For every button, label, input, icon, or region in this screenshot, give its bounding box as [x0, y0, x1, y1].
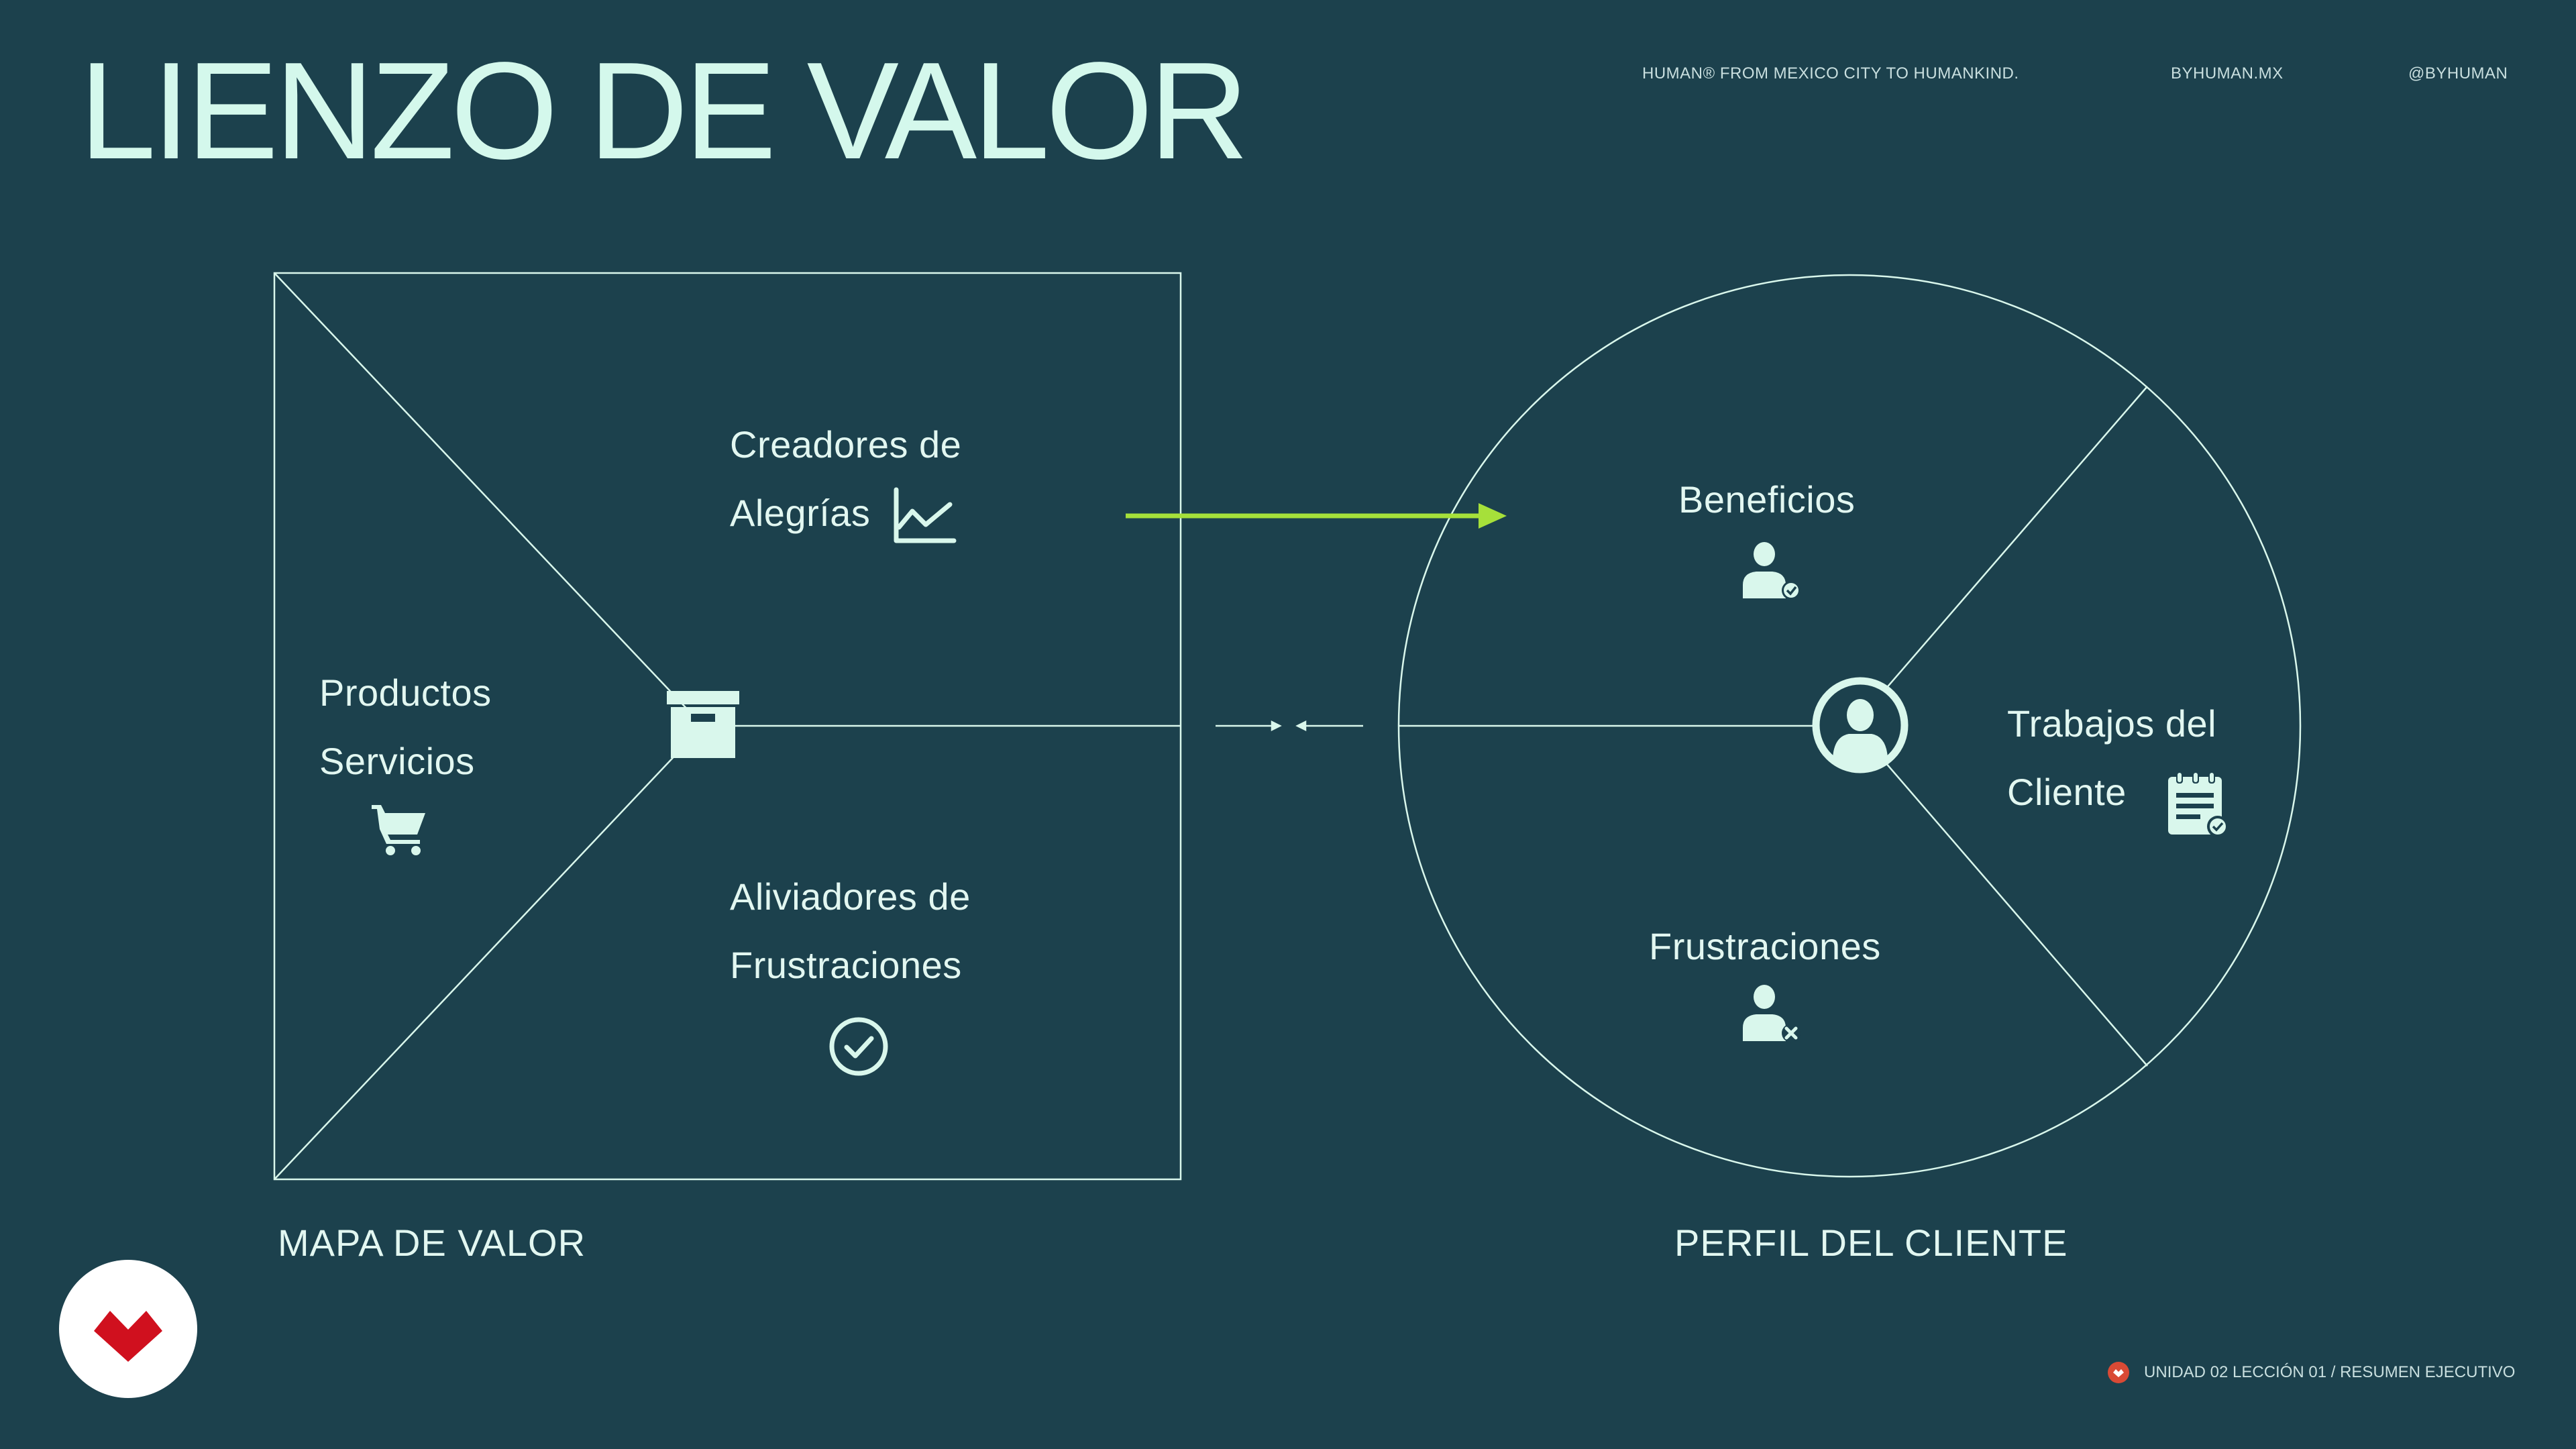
value-map-diagonal-bottom — [274, 725, 704, 1180]
products-label-line2: Servicios — [319, 740, 475, 782]
footer-heart-icon — [2113, 1369, 2124, 1377]
fit-arrow-left-head — [1295, 720, 1307, 732]
fit-accent-arrow — [1126, 503, 1507, 529]
shopping-cart-icon — [372, 805, 425, 855]
value-map-diagonal-top — [274, 272, 704, 727]
customer-jobs-label-line2: Cliente — [2007, 771, 2127, 813]
line-chart-icon — [894, 487, 957, 543]
brand-heart-icon — [94, 1311, 162, 1362]
task-notepad-icon — [2168, 771, 2229, 837]
fit-arrow-right-head — [1271, 720, 1282, 732]
customer-avatar-icon — [1812, 677, 1909, 773]
products-label-line1: Productos — [319, 672, 492, 714]
user-remove-icon — [1743, 985, 1801, 1042]
pain-relievers-label-line1: Aliviadores de — [730, 875, 971, 918]
user-check-icon — [1743, 542, 1801, 600]
customer-profile-section-label: PERFIL DEL CLIENTE — [1674, 1222, 2068, 1264]
value-map-section-label: MAPA DE VALOR — [278, 1222, 586, 1264]
page-title: LIENZO DE VALOR — [79, 34, 1249, 188]
pain-relievers-label-line2: Frustraciones — [730, 944, 962, 986]
tagline: HUMAN® FROM MEXICO CITY TO HUMANKIND. — [1642, 64, 2019, 83]
brand-logo[interactable] — [59, 1260, 197, 1398]
footer-brand-icon — [2108, 1362, 2129, 1383]
profile-line-bottom — [1884, 761, 2148, 1067]
check-circle-icon — [829, 1017, 888, 1076]
pains-label: Frustraciones — [1649, 925, 1881, 967]
footer-breadcrumb: UNIDAD 02 LECCIÓN 01 / RESUMEN EJECUTIVO — [2144, 1363, 2516, 1381]
gain-creators-label-line2: Alegrías — [730, 492, 871, 534]
website-link[interactable]: BYHUMAN.MX — [2171, 64, 2284, 83]
customer-jobs-label-line1: Trabajos del — [2007, 702, 2217, 745]
gain-creators-label-line1: Creadores de — [730, 423, 962, 466]
social-handle[interactable]: @BYHUMAN — [2408, 64, 2508, 83]
archive-box-icon — [667, 691, 739, 758]
gains-label: Beneficios — [1678, 478, 1856, 521]
profile-line-top — [1884, 386, 2148, 690]
